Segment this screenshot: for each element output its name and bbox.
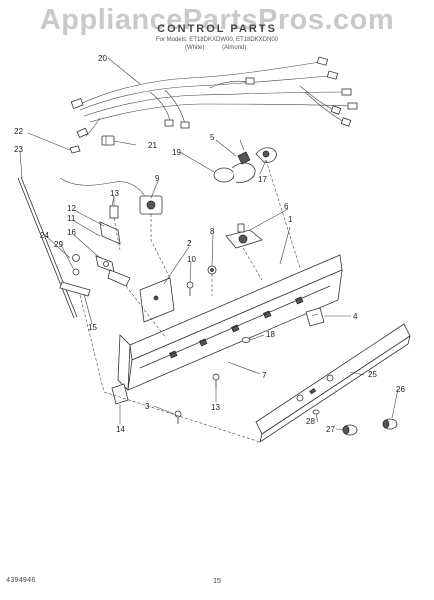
light-switch [305, 307, 325, 327]
document-part-number: 4394946 [6, 577, 36, 585]
callout-9: 9 [155, 174, 160, 183]
callout-labels: 1 2 3 4 5 6 7 8 9 10 11 12 13 13 14 15 1… [14, 54, 405, 434]
clip-part [69, 145, 81, 154]
callout-4: 4 [353, 312, 358, 321]
model-list: For Models: ET18DKXDW00, ET18DKXDN00 [155, 37, 279, 43]
callout-5: 5 [210, 133, 215, 142]
callout-26: 26 [396, 385, 405, 394]
callout-8: 8 [210, 227, 215, 236]
callout-2: 2 [187, 239, 192, 248]
mounting-bracket [139, 277, 175, 323]
washer [241, 337, 251, 343]
callout-13b: 13 [211, 403, 220, 412]
callout-29: 29 [54, 240, 63, 249]
diagram-title: CONTROL PARTS [157, 23, 277, 35]
control-rod [17, 176, 78, 319]
callout-14: 14 [116, 425, 125, 434]
variant-white: (White) [185, 45, 205, 51]
control-panel-trim [255, 323, 411, 443]
callout-25: 25 [368, 370, 377, 379]
callout-13a: 13 [110, 189, 119, 198]
connector-part [101, 135, 115, 146]
callout-18: 18 [266, 330, 275, 339]
callout-1: 1 [288, 215, 293, 224]
callout-6: 6 [284, 202, 289, 211]
callout-24: 24 [40, 231, 49, 240]
callout-21: 21 [148, 141, 157, 150]
callout-16: 16 [67, 228, 76, 237]
page-number: 15 [213, 578, 221, 585]
callout-3: 3 [145, 402, 150, 411]
wire-harness [70, 56, 358, 138]
callout-28: 28 [306, 417, 315, 426]
bracket-parts [95, 221, 131, 287]
control-knobs [312, 409, 398, 436]
variant-almond: (Almond) [222, 45, 247, 51]
leader-lines [19, 57, 399, 431]
callout-15: 15 [88, 323, 97, 332]
lamp-socket-assembly [213, 139, 277, 183]
control-knob-actuator [225, 223, 263, 249]
callout-23: 23 [14, 145, 23, 154]
control-housing [117, 254, 343, 391]
callout-11: 11 [67, 214, 76, 223]
linkage-parts [59, 254, 91, 297]
callout-17: 17 [258, 175, 267, 184]
alignment-lines [79, 159, 301, 443]
callout-20: 20 [98, 54, 107, 63]
callout-27: 27 [326, 425, 335, 434]
callout-22: 22 [14, 127, 23, 136]
callout-12: 12 [67, 204, 76, 213]
callout-7: 7 [262, 371, 267, 380]
watermark: AppliancePartsPros.com [39, 4, 395, 36]
callout-19: 19 [172, 148, 181, 157]
callout-10: 10 [187, 255, 196, 264]
